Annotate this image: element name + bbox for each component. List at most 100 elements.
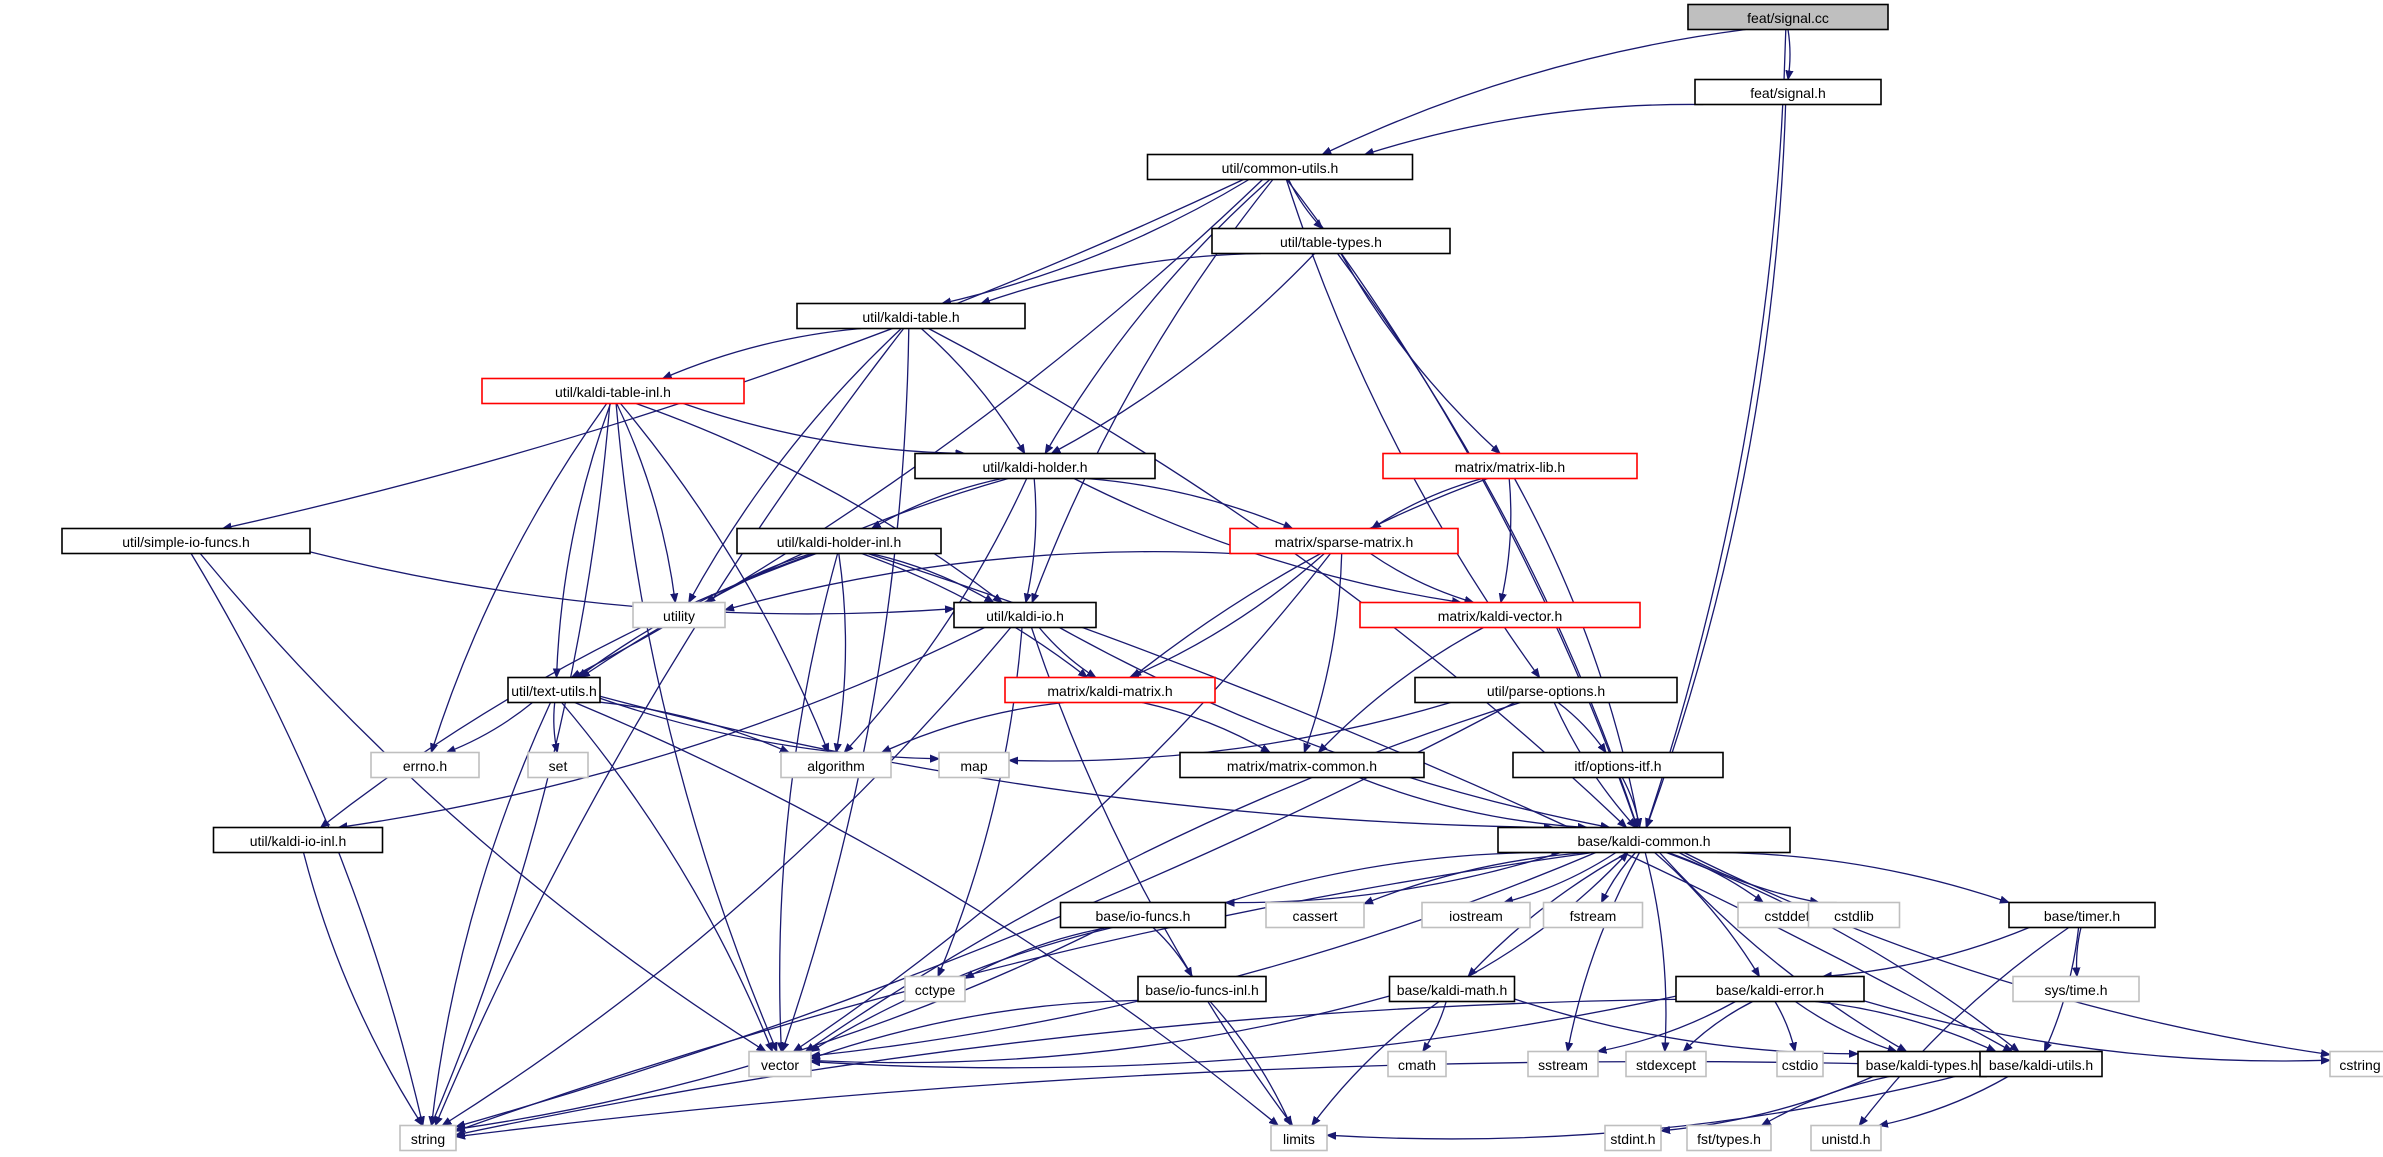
- node-sstream: sstream: [1527, 1050, 1599, 1078]
- edge-kaldi_io-to-kaldi_matrix: [1038, 627, 1096, 678]
- node-cmath: cmath: [1387, 1050, 1447, 1078]
- edge-kaldi_holder_inl-to-algorithm: [836, 553, 847, 753]
- node-kaldi-holder[interactable]: util/kaldi-holder.h: [914, 452, 1156, 480]
- node-matrix-common[interactable]: matrix/matrix-common.h: [1179, 751, 1425, 779]
- edge-kaldi_holder-to-kaldi_holder_inl: [872, 477, 1003, 529]
- node-kaldi-error[interactable]: base/kaldi-error.h: [1675, 975, 1865, 1003]
- node-kaldi-matrix[interactable]: matrix/kaldi-matrix.h: [1004, 676, 1216, 704]
- node-simple-io[interactable]: util/simple-io-funcs.h: [61, 527, 311, 555]
- node-set: set: [527, 751, 589, 779]
- node-label: base/kaldi-types.h: [1866, 1057, 1979, 1073]
- node-label: matrix/matrix-lib.h: [1455, 459, 1565, 475]
- edge-kaldi_holder_inl-to-vector: [780, 553, 839, 1052]
- node-matrix-lib[interactable]: matrix/matrix-lib.h: [1382, 452, 1638, 480]
- node-box: [1004, 676, 1216, 704]
- edge-kaldi_table-to-kaldi_table_inl: [663, 327, 862, 380]
- edge-parse_options-to-string: [456, 701, 1516, 1127]
- node-label: util/common-utils.h: [1222, 160, 1339, 176]
- edge-kaldi_holder-to-kaldi_io: [1026, 478, 1037, 603]
- edge-kaldi_common-to-stdexcept: [1644, 852, 1666, 1052]
- node-label: util/kaldi-table-inl.h: [555, 384, 671, 400]
- node-vector: vector: [748, 1050, 812, 1078]
- node-label: feat/signal.h: [1750, 85, 1826, 101]
- node-box: [61, 527, 311, 555]
- edge-text_utils-to-vector: [561, 702, 774, 1052]
- edge-kaldi_utils-to-unistd: [1879, 1075, 2009, 1126]
- edge-kaldi_error-to-cstdio: [1774, 1001, 1795, 1052]
- node-kaldi-types[interactable]: base/kaldi-types.h: [1857, 1050, 1987, 1078]
- node-text-utils[interactable]: util/text-utils.h: [507, 676, 601, 704]
- edge-kaldi_io-to-string: [442, 627, 1012, 1126]
- edge-io_funcs-to-io_funcs_inl: [1152, 927, 1192, 977]
- edge-kaldi_error-to-sstream: [1598, 1000, 1736, 1052]
- node-box: [1807, 901, 1901, 929]
- edge-text_utils-to-string: [432, 702, 552, 1126]
- edge-text_utils-to-map: [599, 697, 939, 759]
- edge-kaldi_io-to-kaldi_common: [1059, 626, 1609, 828]
- node-box: [507, 676, 601, 704]
- node-unistd: unistd.h: [1810, 1124, 1882, 1152]
- edge-io_funcs-to-kaldi_common: [1225, 852, 1561, 904]
- node-kaldi-common[interactable]: base/kaldi-common.h: [1497, 826, 1791, 854]
- edge-kaldi_table-to-kaldi_holder: [920, 328, 1024, 454]
- node-box: [1146, 153, 1414, 181]
- node-box: [1512, 751, 1724, 779]
- node-box: [1414, 676, 1678, 704]
- edge-kaldi_common-to-string: [456, 851, 1594, 1132]
- edge-kaldi_holder-to-text_utils: [581, 477, 1009, 678]
- node-label: cstdlib: [1834, 908, 1874, 924]
- node-kaldi-utils[interactable]: base/kaldi-utils.h: [1979, 1050, 2103, 1078]
- edge-signal_cc-to-kaldi_common: [1646, 29, 1787, 828]
- node-box: [1382, 452, 1638, 480]
- node-parse-options[interactable]: util/parse-options.h: [1414, 676, 1678, 704]
- node-label: fst/types.h: [1697, 1131, 1761, 1147]
- node-signal-h[interactable]: feat/signal.h: [1694, 78, 1882, 106]
- node-errno: errno.h: [370, 751, 480, 779]
- edge-kaldi_common-to-sstream: [1568, 852, 1641, 1052]
- node-label: cstddef: [1764, 908, 1809, 924]
- edge-text_utils-to-set: [554, 702, 558, 753]
- edge-kaldi_error-to-string: [456, 998, 1677, 1135]
- edge-common_utils-to-kaldi_holder: [1045, 179, 1271, 454]
- edge-timer-to-sys_time: [2077, 927, 2082, 977]
- edge-simple_io-to-kaldi_io: [309, 551, 954, 615]
- edge-kaldi_io-to-cctype: [937, 627, 1023, 977]
- edge-kaldi_common-to-kaldi_types: [1659, 852, 1907, 1052]
- node-cstdio: cstdio: [1776, 1050, 1824, 1078]
- node-sparse-matrix[interactable]: matrix/sparse-matrix.h: [1229, 527, 1459, 555]
- node-kaldi-holder-inl[interactable]: util/kaldi-holder-inl.h: [736, 527, 942, 555]
- node-kaldi-math[interactable]: base/kaldi-math.h: [1388, 975, 1516, 1003]
- node-label: base/kaldi-common.h: [1577, 833, 1710, 849]
- node-options-itf[interactable]: itf/options-itf.h: [1512, 751, 1724, 779]
- node-signal-cc[interactable]: feat/signal.cc: [1687, 3, 1889, 31]
- node-kaldi-vector[interactable]: matrix/kaldi-vector.h: [1359, 601, 1641, 629]
- node-kaldi-io-inl[interactable]: util/kaldi-io-inl.h: [212, 826, 384, 854]
- edge-text_utils-to-limits: [574, 701, 1278, 1126]
- node-io-funcs[interactable]: base/io-funcs.h: [1059, 901, 1227, 929]
- edge-kaldi_common-to-kaldi_error: [1654, 852, 1760, 977]
- node-kaldi-table[interactable]: util/kaldi-table.h: [796, 302, 1026, 330]
- edge-io_funcs_inl-to-vector: [811, 999, 1139, 1058]
- node-label: cmath: [1398, 1057, 1436, 1073]
- edge-kaldi_common-to-cstring: [1683, 851, 2330, 1055]
- node-label: util/kaldi-holder-inl.h: [777, 534, 902, 550]
- edge-signal_cc-to-signal_h: [1788, 29, 1790, 80]
- node-label: base/kaldi-utils.h: [1989, 1057, 2093, 1073]
- node-box: [527, 751, 589, 779]
- node-timer[interactable]: base/timer.h: [2008, 901, 2156, 929]
- node-table-types[interactable]: util/table-types.h: [1211, 227, 1451, 255]
- node-box: [1270, 1124, 1328, 1152]
- node-box: [2012, 975, 2140, 1003]
- node-box: [1857, 1050, 1987, 1078]
- node-label: stdint.h: [1610, 1131, 1655, 1147]
- node-box: [938, 751, 1010, 779]
- edge-kaldi_error-to-kaldi_types: [1794, 1000, 1896, 1052]
- node-io-funcs-inl[interactable]: base/io-funcs-inl.h: [1137, 975, 1267, 1003]
- edge-kaldi_io-to-kaldi_io_inl: [338, 626, 985, 828]
- edge-io_funcs-to-cctype: [965, 926, 1109, 979]
- node-kaldi-table-inl[interactable]: util/kaldi-table-inl.h: [481, 377, 745, 405]
- edge-sparse_matrix-to-vector: [794, 553, 1332, 1052]
- node-common-utils[interactable]: util/common-utils.h: [1146, 153, 1414, 181]
- node-kaldi-io[interactable]: util/kaldi-io.h: [953, 601, 1097, 629]
- node-label: util/table-types.h: [1280, 234, 1382, 250]
